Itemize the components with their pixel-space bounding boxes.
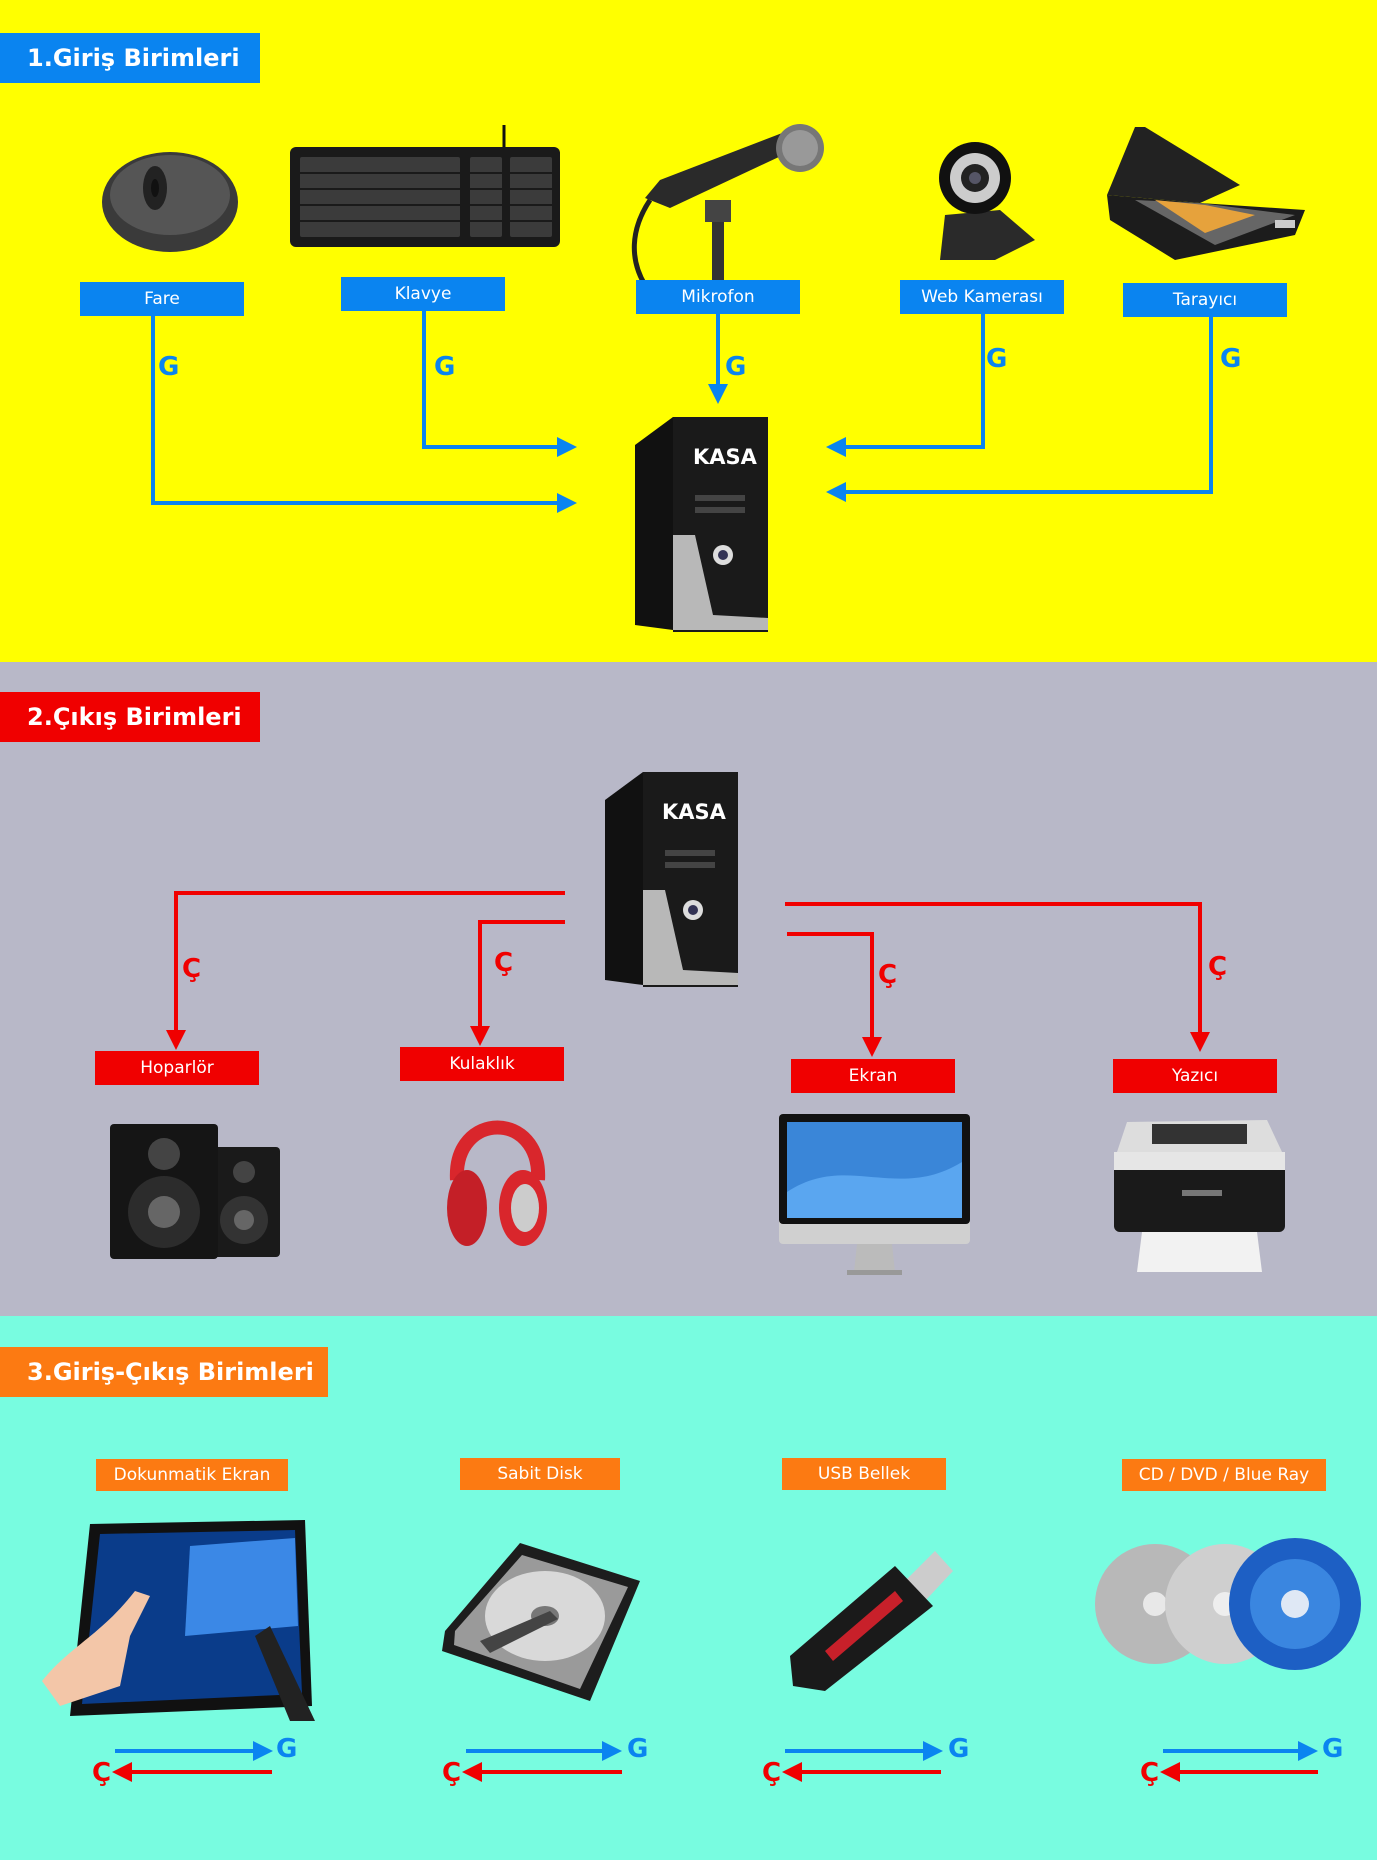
input-letter: G <box>725 352 747 382</box>
device-label-printer: Yazıcı <box>1113 1059 1277 1093</box>
webcam-icon <box>939 142 1035 260</box>
scanner-icon <box>1107 127 1305 260</box>
speaker-icon <box>110 1124 280 1259</box>
device-label-scanner: Tarayıcı <box>1123 283 1287 317</box>
output-letter: Ç <box>878 960 898 990</box>
mouse-icon <box>102 152 238 252</box>
optical-disc-icon <box>1095 1538 1361 1670</box>
case-label: KASA <box>693 445 757 469</box>
io-in-letter: G <box>627 1734 649 1764</box>
printer-icon <box>1114 1120 1285 1272</box>
device-label-mouse: Fare <box>80 282 244 316</box>
usb-drive-icon <box>790 1551 953 1691</box>
device-label-keyboard: Klavye <box>341 277 505 311</box>
device-label-microphone: Mikrofon <box>636 280 800 314</box>
io-section: 3.Giriş-Çıkış Birimleri Dokunmatik Ekran… <box>0 1316 1377 1860</box>
headphones-icon <box>447 1120 547 1246</box>
input-letter: G <box>158 352 180 382</box>
input-letter: G <box>434 352 456 382</box>
io-in-letter: G <box>948 1734 970 1764</box>
device-label-touchscreen: Dokunmatik Ekran <box>96 1459 288 1491</box>
output-letter: Ç <box>1208 952 1228 982</box>
io-out-letter: Ç <box>1140 1758 1160 1788</box>
touchscreen-icon <box>42 1520 315 1721</box>
io-out-letter: Ç <box>442 1758 462 1788</box>
case-label: KASA <box>662 800 726 824</box>
device-label-monitor: Ekran <box>791 1059 955 1093</box>
io-arrows <box>112 1741 1318 1782</box>
input-letter: G <box>986 344 1008 374</box>
input-letter: G <box>1220 344 1242 374</box>
io-in-letter: G <box>276 1734 298 1764</box>
computer-case: KASA <box>635 415 770 635</box>
output-letter: Ç <box>494 948 514 978</box>
device-label-headphones: Kulaklık <box>400 1047 564 1081</box>
input-arrows <box>151 311 1213 513</box>
output-letter: Ç <box>182 954 202 984</box>
hard-disk-icon <box>442 1543 640 1701</box>
input-section: 1.Giriş Birimleri <box>0 0 1377 662</box>
computer-case: KASA <box>605 770 740 990</box>
device-label-optical-disc: CD / DVD / Blue Ray <box>1122 1459 1326 1491</box>
microphone-icon <box>631 124 824 285</box>
device-label-speaker: Hoparlör <box>95 1051 259 1085</box>
keyboard-icon <box>290 125 560 247</box>
device-label-usb-drive: USB Bellek <box>782 1458 946 1490</box>
input-section-title: 1.Giriş Birimleri <box>0 33 260 83</box>
output-arrows <box>166 891 1210 1057</box>
output-section: 2.Çıkış Birimleri KASA Ç Ç Ç Ç Hoparlör … <box>0 662 1377 1316</box>
io-in-letter: G <box>1322 1734 1344 1764</box>
io-out-letter: Ç <box>92 1758 112 1788</box>
io-section-title: 3.Giriş-Çıkış Birimleri <box>0 1347 328 1397</box>
io-out-letter: Ç <box>762 1758 782 1788</box>
device-label-hard-disk: Sabit Disk <box>460 1458 620 1490</box>
monitor-icon <box>779 1114 970 1275</box>
device-label-webcam: Web Kamerası <box>900 280 1064 314</box>
output-section-title: 2.Çıkış Birimleri <box>0 692 260 742</box>
